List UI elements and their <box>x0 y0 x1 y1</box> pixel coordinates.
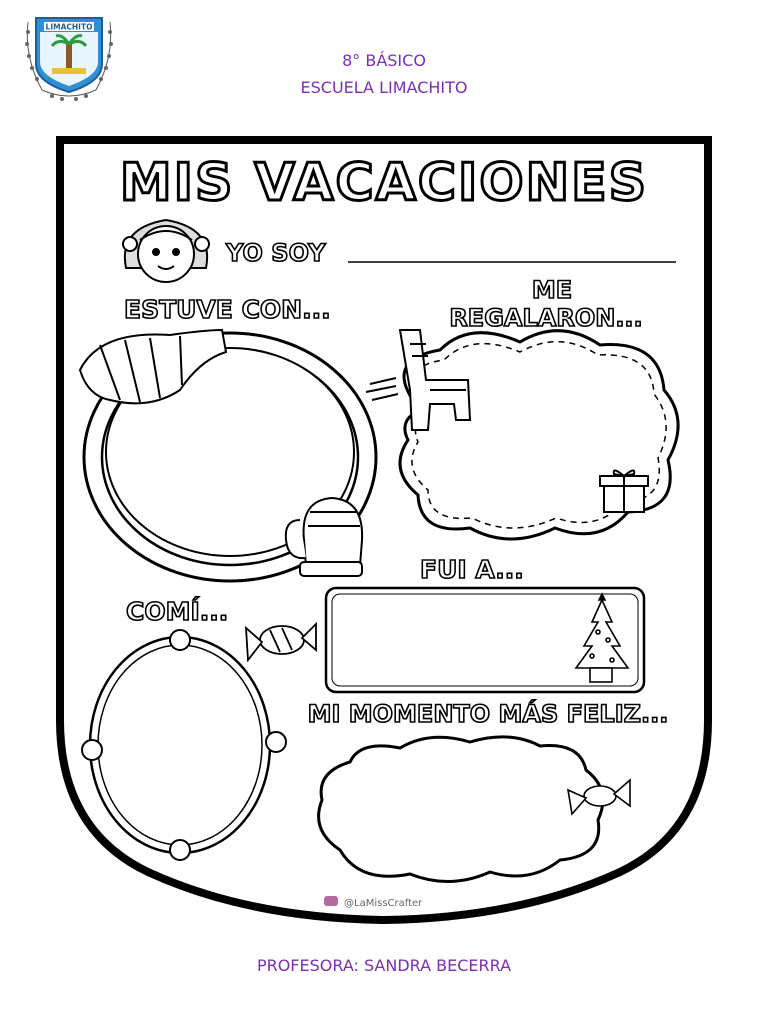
credit-logo <box>324 896 338 906</box>
school-name: ESCUELA LIMACHITO <box>300 78 468 97</box>
candy-icon <box>244 621 317 663</box>
school-logo: LIMACHITO <box>25 17 113 101</box>
pinata-icon <box>365 329 472 431</box>
yo-soy-label: YO SOY <box>225 239 326 267</box>
comi-frame <box>81 629 287 861</box>
scarf-icon <box>78 328 228 405</box>
logo-text: LIMACHITO <box>46 23 93 32</box>
christmas-tree-icon <box>574 592 630 683</box>
fui-a-box <box>324 586 646 694</box>
comi-label: COMÍ... <box>126 597 228 626</box>
credit-text: @LaMissCrafter <box>344 898 423 909</box>
girl-face-icon <box>122 218 210 283</box>
regalaron-label: REGALARON... <box>449 304 642 332</box>
momento-label: MI MOMENTO MÁS FELIZ... <box>308 699 669 728</box>
momento-cloud <box>317 735 605 883</box>
worksheet-title: MIS VACACIONES <box>120 153 648 213</box>
estuve-con-label: ESTUVE CON... <box>124 295 331 324</box>
fui-a-label: FUI A... <box>420 555 524 584</box>
gift-icon <box>599 469 649 513</box>
me-label: ME <box>532 276 572 304</box>
wrapped-candy-icon <box>566 778 631 816</box>
teacher-name: PROFESORA: SANDRA BECERRA <box>256 956 512 975</box>
mitten-icon <box>284 496 364 577</box>
grade-label: 8° BÁSICO <box>342 51 426 70</box>
